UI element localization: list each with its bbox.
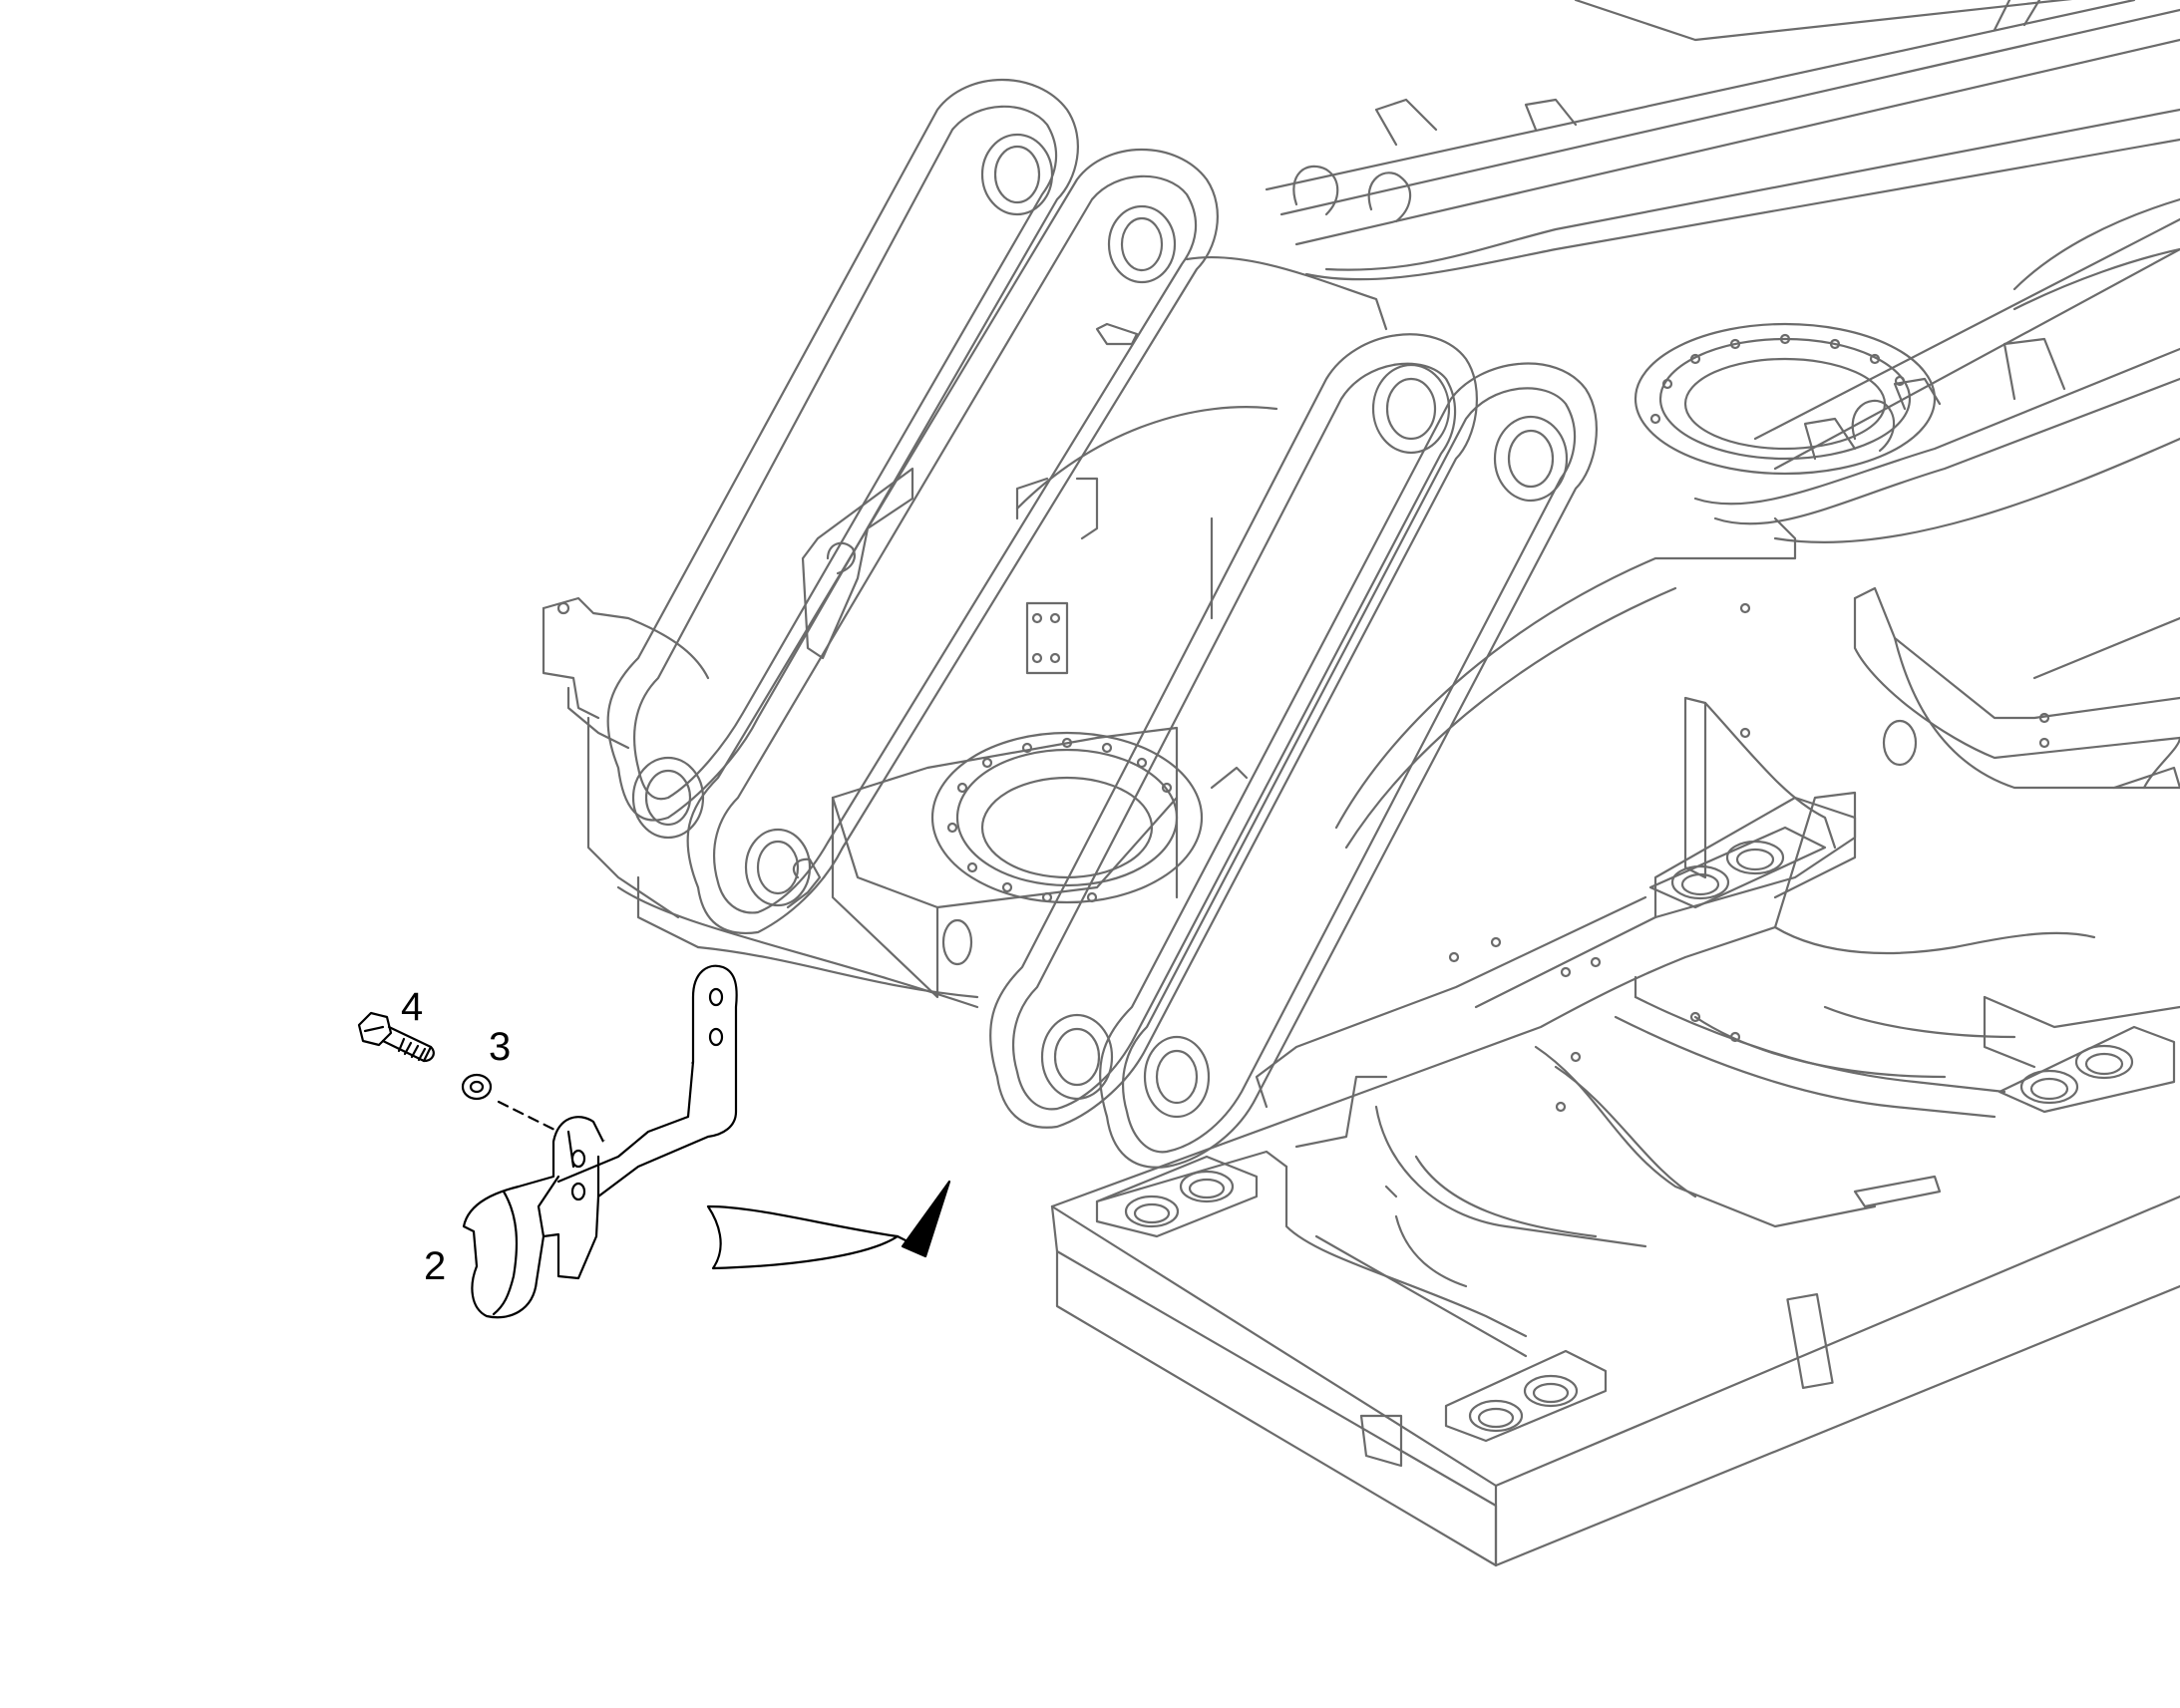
- callout-2: 2: [424, 1244, 447, 1288]
- left-lower-rails: [542, 596, 979, 1009]
- arm-cross-plates: [801, 255, 1388, 675]
- mount-plate-rear: [1648, 826, 1827, 909]
- center-slew-ring: [786, 726, 1204, 999]
- callout-4: 4: [401, 985, 424, 1029]
- bolt-part: [357, 1011, 435, 1063]
- mount-plate-front-left: [1095, 1155, 1259, 1238]
- bracket-part: [462, 964, 738, 1319]
- upright-arm-d: [1099, 362, 1797, 1169]
- upper-boom-rails: [1265, 0, 2180, 281]
- lower-boom-rails: [1693, 197, 2180, 544]
- upright-arm-c: [989, 333, 1478, 1129]
- rear-cross-member: [1255, 796, 1857, 1109]
- upright-arm-a: [606, 78, 1079, 840]
- mount-plate-right: [1998, 1025, 2176, 1114]
- arrow-icon: [706, 1180, 951, 1270]
- washer-part: [461, 1073, 493, 1101]
- upper-slew-ring: [1634, 322, 1937, 476]
- upright-arm-b: [686, 148, 1219, 934]
- machine-frame: [542, 0, 2180, 1567]
- callout-3: 3: [489, 1025, 512, 1069]
- mount-plate-front-right: [1444, 1349, 1608, 1443]
- rear-frame-uprights: [1683, 586, 2180, 879]
